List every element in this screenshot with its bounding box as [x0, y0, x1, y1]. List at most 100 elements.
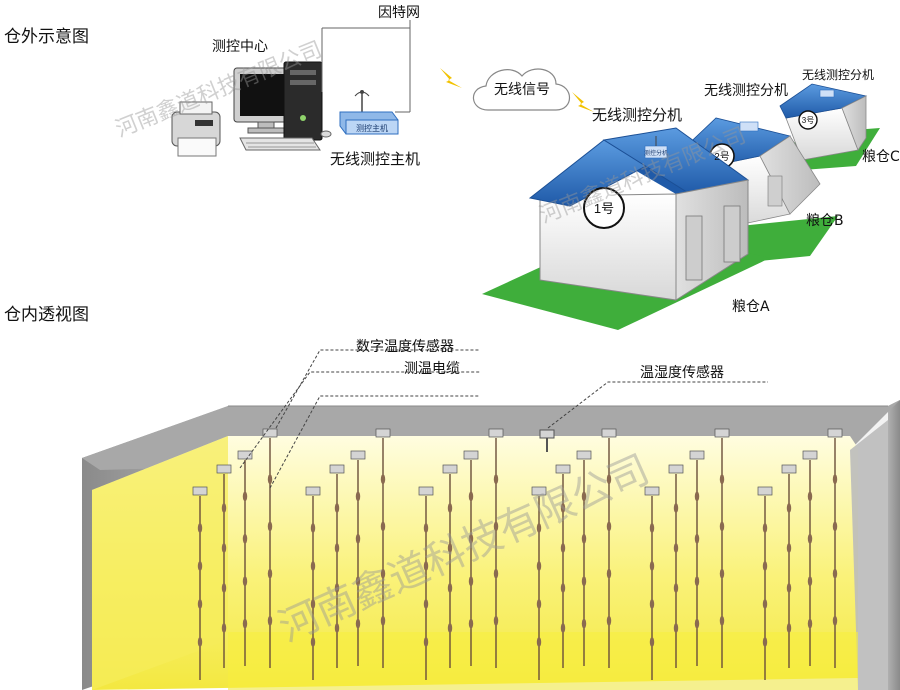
digital-temp-sensor	[447, 503, 453, 513]
cable-junction-box	[576, 450, 592, 460]
digital-temp-sensor	[606, 521, 612, 532]
digital-temp-sensor	[536, 637, 542, 647]
digital-temp-sensor	[493, 521, 499, 532]
digital-temp-sensor	[762, 599, 768, 609]
digital-temp-sensor	[536, 561, 542, 571]
barn-name-a: 粮仓A	[732, 299, 770, 315]
digital-temp-sensor	[267, 521, 273, 532]
digital-temp-sensor	[560, 623, 566, 633]
wireless-host-label: 无线测控主机	[330, 150, 421, 168]
digital-temp-sensor	[719, 474, 725, 485]
temp-humidity-sensor	[539, 429, 555, 439]
barn-name-b: 粮仓B	[806, 213, 844, 229]
cable-junction-box	[237, 450, 253, 460]
cable-junction-box	[262, 428, 278, 438]
computer-tower-icon	[283, 61, 323, 141]
digital-temp-sensor	[380, 474, 386, 485]
digital-temp-sensor	[832, 615, 838, 626]
digital-temp-sensor	[242, 618, 248, 629]
digital-temp-sensor	[242, 533, 248, 544]
cable-junction-box	[757, 486, 773, 496]
digital-temp-sensor	[807, 576, 813, 587]
temp-humidity-sensor-label: 温湿度传感器	[640, 365, 724, 381]
digital-temp-sensor	[560, 583, 566, 593]
digital-temp-sensor	[447, 543, 453, 553]
monitor-icon	[233, 67, 299, 134]
digital-temp-sensor	[221, 623, 227, 633]
digital-temp-sensor	[355, 618, 361, 629]
digital-temp-sensor	[786, 543, 792, 553]
cable-junction-box	[714, 428, 730, 438]
internet-link-line	[321, 20, 411, 113]
digital-temp-sensor	[197, 637, 203, 647]
digital-temp-sensor	[197, 561, 203, 571]
digital-temp-sensor	[719, 568, 725, 579]
digital-temp-sensor	[468, 533, 474, 544]
cable-junction-box	[644, 486, 660, 496]
cable-junction-box	[442, 464, 458, 474]
digital-temp-sensor	[606, 474, 612, 485]
digital-temp-sensor	[536, 523, 542, 533]
lightning-icon	[572, 92, 594, 112]
digital-temp-sensor	[581, 491, 587, 502]
temp-cable-label: 测温电缆	[404, 361, 460, 377]
barn-a	[482, 127, 770, 330]
digital-temp-sensor	[786, 583, 792, 593]
digital-temp-sensor	[355, 491, 361, 502]
digital-temp-sensor	[560, 503, 566, 513]
branch-label-b: 无线测控分机	[704, 83, 788, 99]
digital-temp-sensor-label: 数字温度传感器	[356, 339, 454, 355]
digital-temp-sensor	[762, 561, 768, 571]
digital-temp-sensor	[560, 543, 566, 553]
cable-junction-box	[418, 486, 434, 496]
digital-temp-sensor	[197, 599, 203, 609]
cable-junction-box	[689, 450, 705, 460]
digital-temp-sensor	[649, 637, 655, 647]
digital-temp-sensor	[197, 523, 203, 533]
lightning-icon	[440, 68, 462, 88]
digital-temp-sensor	[762, 523, 768, 533]
barn-number-2: 2号	[714, 151, 730, 163]
internet-label: 因特网	[378, 5, 420, 21]
barn-number-3: 3号	[802, 116, 814, 125]
digital-temp-sensor	[493, 474, 499, 485]
digital-temp-sensor	[493, 615, 499, 626]
host-box-text: 测控主机	[356, 123, 388, 133]
digital-temp-sensor	[832, 568, 838, 579]
digital-temp-sensor	[581, 618, 587, 629]
digital-temp-sensor	[493, 568, 499, 579]
digital-temp-sensor	[581, 576, 587, 587]
digital-temp-sensor	[649, 523, 655, 533]
cable-junction-box	[305, 486, 321, 496]
digital-temp-sensor	[807, 491, 813, 502]
cable-junction-box	[555, 464, 571, 474]
digital-temp-sensor	[447, 623, 453, 633]
digital-temp-sensor	[673, 583, 679, 593]
digital-temp-sensor	[649, 561, 655, 571]
branch-box-text: 测控分机	[644, 149, 668, 157]
digital-temp-sensor	[606, 568, 612, 579]
digital-temp-sensor	[380, 615, 386, 626]
inside-diagram-title: 仓内透视图	[4, 305, 89, 325]
digital-temp-sensor	[310, 599, 316, 609]
branch-label-c: 无线测控分机	[802, 68, 875, 82]
barn-name-c: 粮仓C	[862, 149, 900, 165]
digital-temp-sensor	[423, 599, 429, 609]
digital-temp-sensor	[673, 503, 679, 513]
digital-temp-sensor	[221, 583, 227, 593]
digital-temp-sensor	[310, 637, 316, 647]
digital-temp-sensor	[423, 561, 429, 571]
digital-temp-sensor	[719, 521, 725, 532]
cable-junction-box	[350, 450, 366, 460]
digital-temp-sensor	[355, 576, 361, 587]
cable-junction-box	[463, 450, 479, 460]
warehouse-box	[82, 400, 900, 690]
digital-temp-sensor	[423, 523, 429, 533]
digital-temp-sensor	[694, 491, 700, 502]
digital-temp-sensor	[242, 576, 248, 587]
digital-temp-sensor	[694, 576, 700, 587]
cable-junction-box	[827, 428, 843, 438]
keyboard-icon	[239, 130, 332, 151]
cable-junction-box	[781, 464, 797, 474]
digital-temp-sensor	[423, 637, 429, 647]
